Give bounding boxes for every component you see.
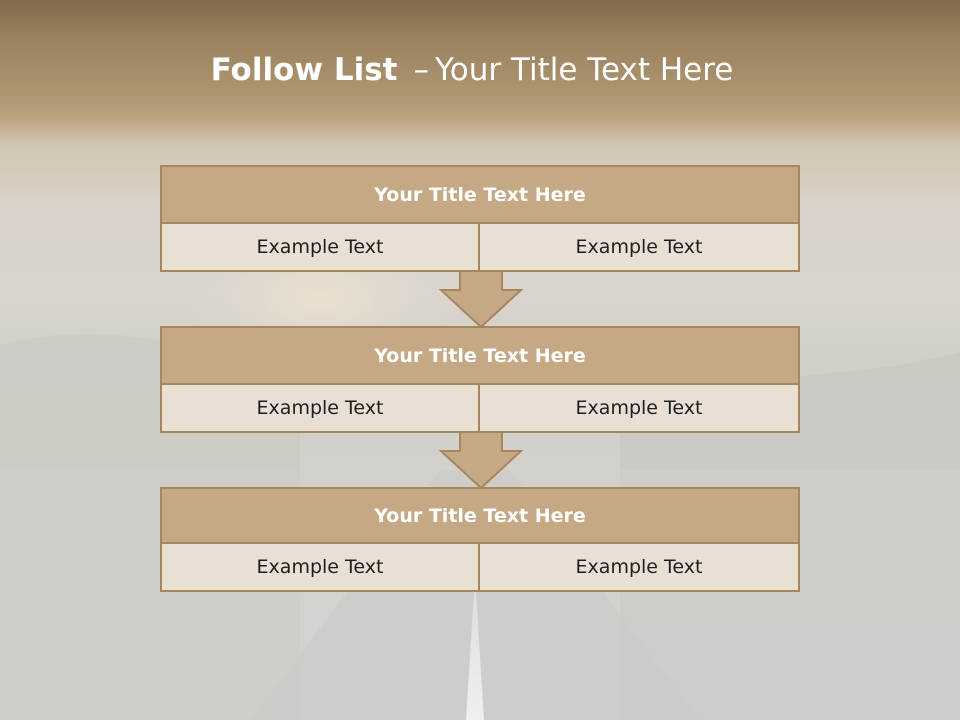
step-cell-right: Example Text (478, 222, 800, 272)
step-title: Your Title Text Here (160, 326, 800, 385)
down-arrow-icon (438, 270, 524, 328)
step-block-2: Your Title Text Here Example Text Exampl… (160, 326, 800, 433)
step-row: Example Text Example Text (160, 222, 800, 272)
step-cell-left: Example Text (160, 383, 480, 433)
slide-title-rest: Your Title Text Here (434, 52, 734, 88)
step-title: Your Title Text Here (160, 165, 800, 224)
step-cell-right: Example Text (478, 542, 800, 592)
down-arrow-icon (438, 431, 524, 489)
step-cell-left: Example Text (160, 542, 480, 592)
slide-title-bold: Follow List (210, 52, 398, 88)
step-row: Example Text Example Text (160, 542, 800, 592)
step-row: Example Text Example Text (160, 383, 800, 433)
slide-title-separator: – (413, 52, 429, 88)
step-title: Your Title Text Here (160, 487, 800, 544)
step-cell-right: Example Text (478, 383, 800, 433)
step-cell-left: Example Text (160, 222, 480, 272)
step-block-3: Your Title Text Here Example Text Exampl… (160, 487, 800, 592)
step-block-1: Your Title Text Here Example Text Exampl… (160, 165, 800, 272)
slide-title: Follow List–Your Title Text Here (0, 52, 944, 88)
